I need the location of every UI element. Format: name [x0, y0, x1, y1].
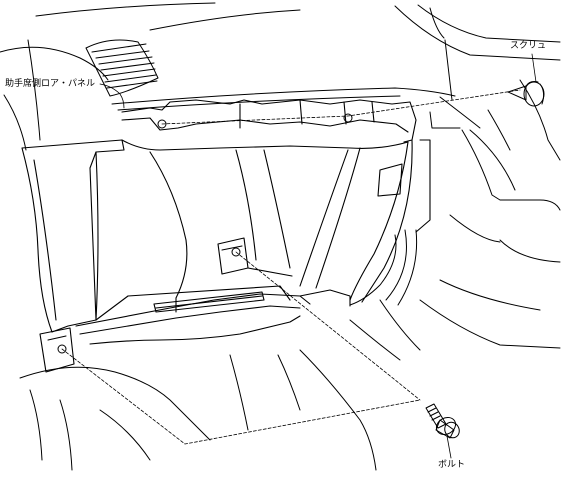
mounting-holes [57, 113, 353, 354]
panel-label: 助手席側ロア・パネル [5, 79, 96, 89]
bolt-label: ボルト [438, 460, 466, 470]
passenger-lower-panel [21, 99, 431, 373]
label-pointers [99, 53, 537, 459]
dashboard-outline [0, 2, 561, 471]
screw-label: スクリュ [510, 41, 547, 51]
air-vent [85, 39, 159, 97]
screw-icon [507, 81, 545, 107]
bolt-icon [425, 403, 460, 439]
leader-lines [61, 89, 521, 445]
